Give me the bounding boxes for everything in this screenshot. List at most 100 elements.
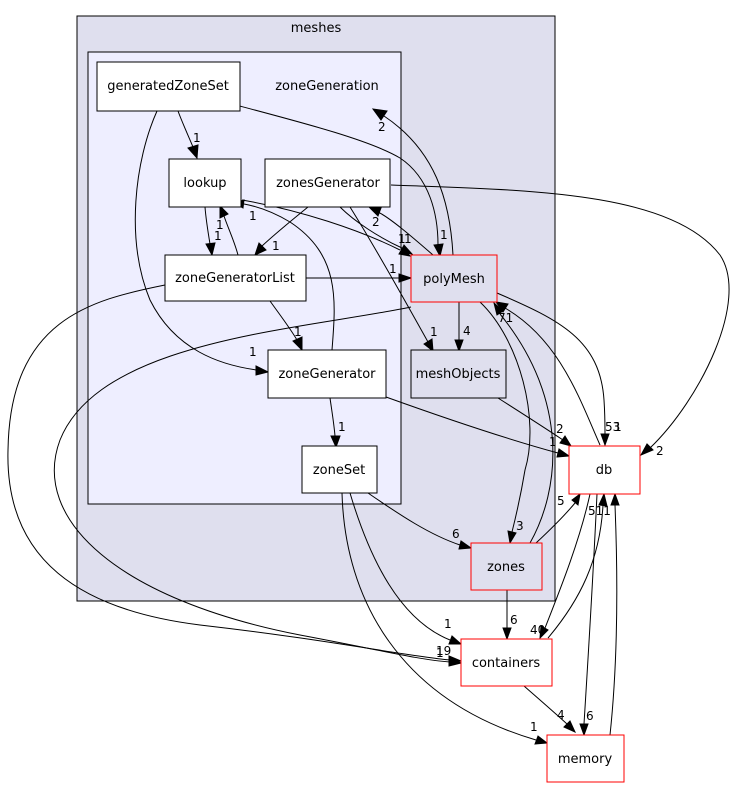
node-zoneGeneratorList[interactable]: zoneGeneratorList bbox=[164, 254, 307, 302]
edge-label: 2 bbox=[372, 215, 380, 229]
edge-label: 1 bbox=[444, 617, 452, 631]
svg-text:memory: memory bbox=[558, 752, 613, 767]
node-db[interactable]: db bbox=[568, 445, 641, 495]
arrowhead bbox=[639, 443, 654, 457]
edge-zg-polymesh-a bbox=[339, 206, 403, 249]
arrowhead bbox=[292, 336, 303, 352]
arrowhead bbox=[433, 243, 444, 258]
arrowhead bbox=[598, 492, 608, 507]
edge-label: 5 bbox=[557, 494, 565, 508]
arrowhead bbox=[579, 723, 589, 737]
edge-label: 6 bbox=[452, 527, 460, 541]
node-meshObjects[interactable]: meshObjects bbox=[410, 349, 507, 399]
edge-db-memory bbox=[583, 493, 598, 725]
edge-label: 53 bbox=[605, 420, 620, 434]
edge-label: 1 bbox=[272, 239, 280, 253]
svg-text:db: db bbox=[596, 463, 613, 478]
edge-memory-db bbox=[609, 504, 618, 736]
arrowhead bbox=[448, 657, 463, 667]
edge-label: 40 bbox=[530, 623, 545, 637]
arrowhead bbox=[454, 339, 464, 353]
arrowhead bbox=[493, 301, 504, 316]
node-zones[interactable]: zones bbox=[470, 542, 543, 591]
cluster-meshes-label: meshes bbox=[291, 21, 342, 36]
svg-text:zoneGeneratorList: zoneGeneratorList bbox=[175, 271, 295, 286]
edge-label: 511 bbox=[588, 504, 611, 518]
edge-list-lookup bbox=[223, 215, 239, 256]
arrowhead bbox=[610, 492, 620, 506]
edge-zg-list bbox=[261, 206, 309, 247]
arrowhead bbox=[448, 635, 463, 645]
edge-zg-meshobjects bbox=[349, 206, 429, 343]
arrowhead bbox=[423, 338, 434, 353]
edge-zonegenerator-lookup bbox=[243, 203, 335, 351]
arrowhead bbox=[539, 625, 549, 640]
edge-label: 4 bbox=[463, 324, 471, 338]
edge-label: 1 bbox=[338, 420, 346, 434]
edge-label: 1 bbox=[614, 420, 622, 434]
node-containers[interactable]: containers bbox=[460, 638, 553, 687]
edge-label: 1 bbox=[404, 232, 412, 246]
edges: 1 1 2 1 1 1 1 1 1 2 bbox=[7, 103, 730, 745]
edge-label: 1 bbox=[214, 229, 222, 243]
node-generatedZoneSet[interactable]: generatedZoneSet bbox=[96, 61, 241, 112]
edge-gzs-zonegenerator bbox=[134, 110, 258, 371]
edge-zoneset-containers bbox=[349, 492, 451, 641]
node-zonesGenerator[interactable]: zonesGenerator bbox=[264, 158, 391, 208]
edge-gzs-polymesh bbox=[231, 103, 439, 246]
arrowhead bbox=[187, 144, 199, 160]
arrowhead bbox=[398, 273, 413, 283]
edge-db-containers bbox=[544, 493, 591, 629]
svg-text:generatedZoneSet: generatedZoneSet bbox=[107, 79, 229, 94]
svg-text:zoneGenerator: zoneGenerator bbox=[278, 367, 376, 382]
cluster-zoneGeneration-label: zoneGeneration bbox=[275, 79, 379, 94]
edge-polymesh-zones bbox=[479, 301, 531, 533]
edge-containers-db bbox=[547, 504, 604, 639]
edge-label: 1 bbox=[440, 228, 448, 242]
svg-text:polyMesh: polyMesh bbox=[423, 272, 485, 287]
arrowhead bbox=[600, 433, 610, 447]
edge-label: 71 bbox=[498, 311, 513, 325]
edge-label: 1 bbox=[530, 720, 538, 734]
edge-label: 1 bbox=[436, 646, 444, 660]
arrowhead bbox=[494, 301, 509, 313]
edge-label: 2 bbox=[378, 120, 386, 134]
edge-label: 1 bbox=[216, 218, 224, 232]
edge-zonegenerator-db bbox=[385, 396, 559, 454]
svg-text:zonesGenerator: zonesGenerator bbox=[276, 176, 380, 191]
edge-label: 1 bbox=[430, 325, 438, 339]
node-polyMesh[interactable]: polyMesh bbox=[410, 254, 498, 303]
node-memory[interactable]: memory bbox=[546, 734, 625, 783]
edge-list-containers bbox=[7, 284, 451, 661]
node-zoneSet[interactable]: zoneSet bbox=[301, 445, 378, 494]
arrowhead bbox=[559, 435, 573, 447]
edge-zg-db bbox=[390, 184, 730, 449]
edge-lookup-list bbox=[204, 206, 211, 245]
edge-zonegenerator-zoneset bbox=[329, 397, 336, 437]
edge-label: 1 bbox=[398, 232, 406, 246]
svg-text:lookup: lookup bbox=[183, 176, 226, 191]
edge-meshobjects-db bbox=[497, 397, 564, 441]
arrowhead bbox=[330, 435, 341, 449]
edge-polymesh-db bbox=[496, 292, 606, 435]
edge-db-polymesh bbox=[504, 307, 601, 446]
edge-label: 2 bbox=[656, 444, 664, 458]
edge-list-zonegenerator bbox=[269, 300, 298, 341]
arrowhead bbox=[371, 108, 388, 121]
edge-polymesh-zonegeneration bbox=[383, 115, 454, 256]
edge-zoneset-zones bbox=[367, 492, 461, 546]
node-zoneGenerator[interactable]: zoneGenerator bbox=[267, 349, 387, 399]
edge-label: 3 bbox=[516, 519, 524, 533]
edge-zones-db bbox=[535, 502, 576, 544]
edge-zoneset-memory bbox=[341, 492, 537, 741]
svg-text:meshObjects: meshObjects bbox=[416, 367, 501, 382]
arrowhead bbox=[507, 530, 517, 545]
arrowhead bbox=[556, 448, 571, 458]
arrowhead bbox=[255, 365, 270, 376]
edge-label: 1 bbox=[249, 345, 257, 359]
arrowhead bbox=[219, 204, 229, 219]
edge-lookup-polymesh bbox=[241, 199, 401, 251]
edge-label: 4 bbox=[557, 708, 565, 722]
svg-text:containers: containers bbox=[472, 656, 541, 671]
node-lookup[interactable]: lookup bbox=[168, 158, 242, 208]
